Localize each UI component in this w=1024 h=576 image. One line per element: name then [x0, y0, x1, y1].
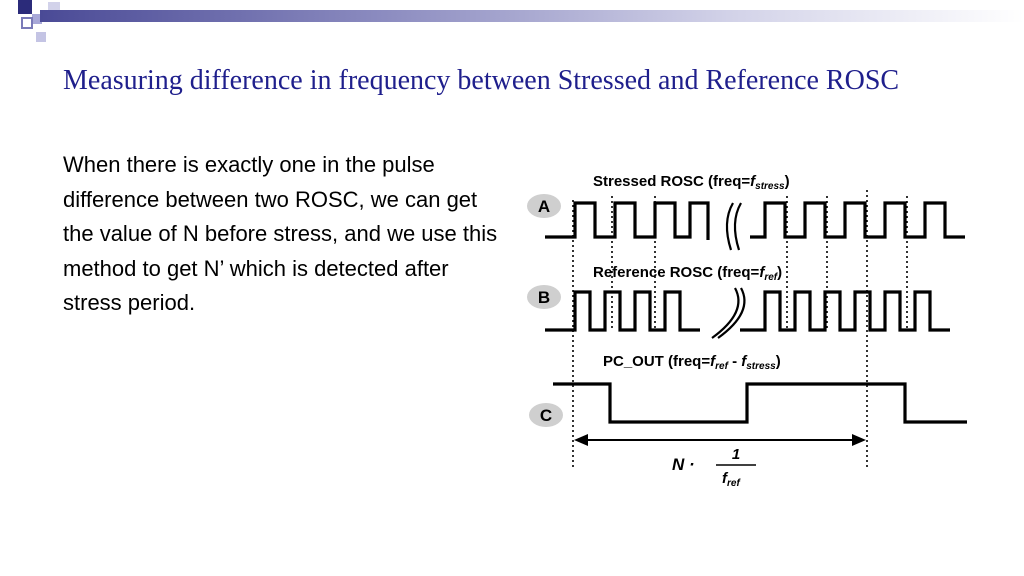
signal-b-waveform-cont [740, 290, 950, 332]
formula-denominator: fref [722, 470, 741, 489]
signal-a-break-mark [725, 202, 742, 251]
signal-b-badge [527, 285, 561, 309]
signal-b-break-mark [711, 287, 746, 339]
period-arrow [574, 434, 866, 446]
signal-c-waveform [553, 382, 967, 424]
deco-square-pale [36, 32, 46, 42]
deco-square-light [32, 14, 42, 24]
signal-b-waveform [545, 290, 700, 332]
signal-a-label: Stressed ROSC (freq=fstress) [593, 173, 790, 192]
arrowhead-left [574, 434, 588, 446]
signal-a-badge [527, 194, 561, 218]
deco-square-dark [18, 0, 32, 14]
arrowhead-right [852, 434, 866, 446]
signal-c-badge-letter: C [540, 406, 552, 425]
timing-diagram: Stressed ROSC (freq=fstress) A Reference… [527, 173, 967, 489]
deco-square-outline [21, 17, 33, 29]
body-paragraph: When there is exactly one in the pulse d… [63, 152, 498, 315]
signal-c-label: PC_OUT (freq=fref - fstress) [603, 353, 781, 372]
formula-numerator: 1 [732, 446, 740, 463]
corner-decoration [0, 0, 80, 48]
signal-c-badge [529, 403, 563, 427]
signal-b-badge-letter: B [538, 288, 550, 307]
signal-a-waveform [545, 201, 710, 240]
formula-n: N · [672, 455, 695, 474]
signal-b-label: Reference ROSC (freq=fref) [593, 264, 782, 283]
header-gradient-bar [40, 10, 1024, 22]
period-formula: N · 1 fref [672, 446, 756, 489]
slide-title: Measuring difference in frequency betwee… [63, 65, 900, 96]
signal-a-waveform-cont [750, 201, 965, 239]
signal-a-badge-letter: A [538, 197, 550, 216]
